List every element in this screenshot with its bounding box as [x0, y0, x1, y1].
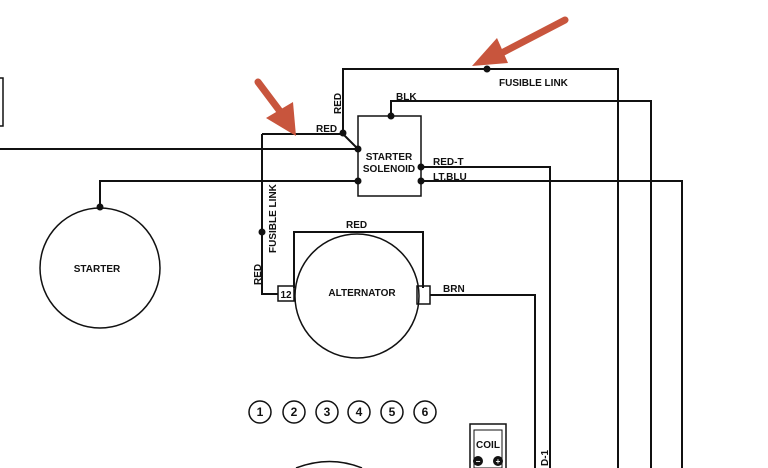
label-red-horizontal: RED [316, 124, 337, 135]
wire-fusible-link-vertical [261, 134, 278, 295]
pin-1-label: 1 [257, 405, 264, 419]
splice-dot [96, 203, 104, 211]
alternator-terminal-brn [416, 285, 431, 305]
splice-dot [339, 129, 347, 137]
pin-1-circle [248, 400, 272, 424]
pin-5-label: 5 [389, 405, 396, 419]
pin-2-label: 2 [291, 405, 298, 419]
label-red-vertical-left: RED [253, 264, 264, 285]
starter-circle [39, 207, 161, 329]
wires [0, 68, 683, 468]
coil-body [469, 423, 507, 468]
pin-6-label: 6 [422, 405, 429, 419]
label-lt-blu: LT.BLU [433, 172, 467, 183]
arrowhead-top [472, 38, 508, 66]
label-blk: BLK [396, 92, 417, 103]
starter-solenoid-box [357, 115, 422, 197]
bottom-partial-component [295, 460, 363, 468]
solenoid-label-line1: STARTER [366, 152, 413, 163]
wire-starter-feed [99, 180, 358, 207]
pin-3-circle [315, 400, 339, 424]
coil: COIL − + [469, 423, 507, 468]
label-red-vertical-top: RED [333, 93, 344, 114]
splice-dot [258, 228, 266, 236]
highlight-arrow-left [254, 78, 296, 136]
alternator-circle [294, 233, 420, 359]
wire-red-t [421, 166, 551, 468]
label-fusible-link-vertical: FUSIBLE LINK [268, 183, 279, 253]
pin-2-circle [282, 400, 306, 424]
wire-blk [390, 100, 652, 468]
splice-dots [96, 65, 491, 236]
coil-terminal-pos-icon [493, 456, 503, 466]
wire-brn [430, 294, 536, 468]
label-red-alternator: RED [346, 220, 367, 231]
coil-label: COIL [476, 440, 500, 451]
alternator-terminal-12 [277, 285, 295, 302]
arrowhead-left [266, 102, 296, 136]
alternator-label: ALTERNATOR [328, 288, 396, 299]
pin-3-label: 3 [324, 405, 331, 419]
coil-terminal-neg-icon [473, 456, 483, 466]
solenoid-label-line2: SOLENOID [363, 164, 415, 175]
pin-5-circle [380, 400, 404, 424]
starter-label: STARTER [74, 264, 121, 275]
splice-dot [483, 65, 491, 73]
label-d1: D-1 [540, 449, 551, 466]
pin-4-label: 4 [356, 405, 363, 419]
alternator-terminal-label: 12 [280, 290, 292, 301]
coil-terminal-pos: + [496, 457, 501, 466]
pin-6-circle [413, 400, 437, 424]
wire-fusible-link-top [342, 68, 619, 468]
wire-red-alternator [293, 231, 424, 288]
pin-4-circle [347, 400, 371, 424]
connector-pins: 1 2 3 4 5 6 [248, 400, 437, 424]
label-brn: BRN [443, 284, 465, 295]
coil-terminal-neg: − [476, 457, 481, 466]
coil-inner [473, 429, 503, 468]
highlight-arrow-top [472, 16, 569, 66]
left-edge-component [0, 77, 4, 127]
wire-lt-blu [421, 180, 683, 468]
label-red-t: RED-T [433, 157, 464, 168]
label-fusible-link-top: FUSIBLE LINK [499, 78, 569, 89]
